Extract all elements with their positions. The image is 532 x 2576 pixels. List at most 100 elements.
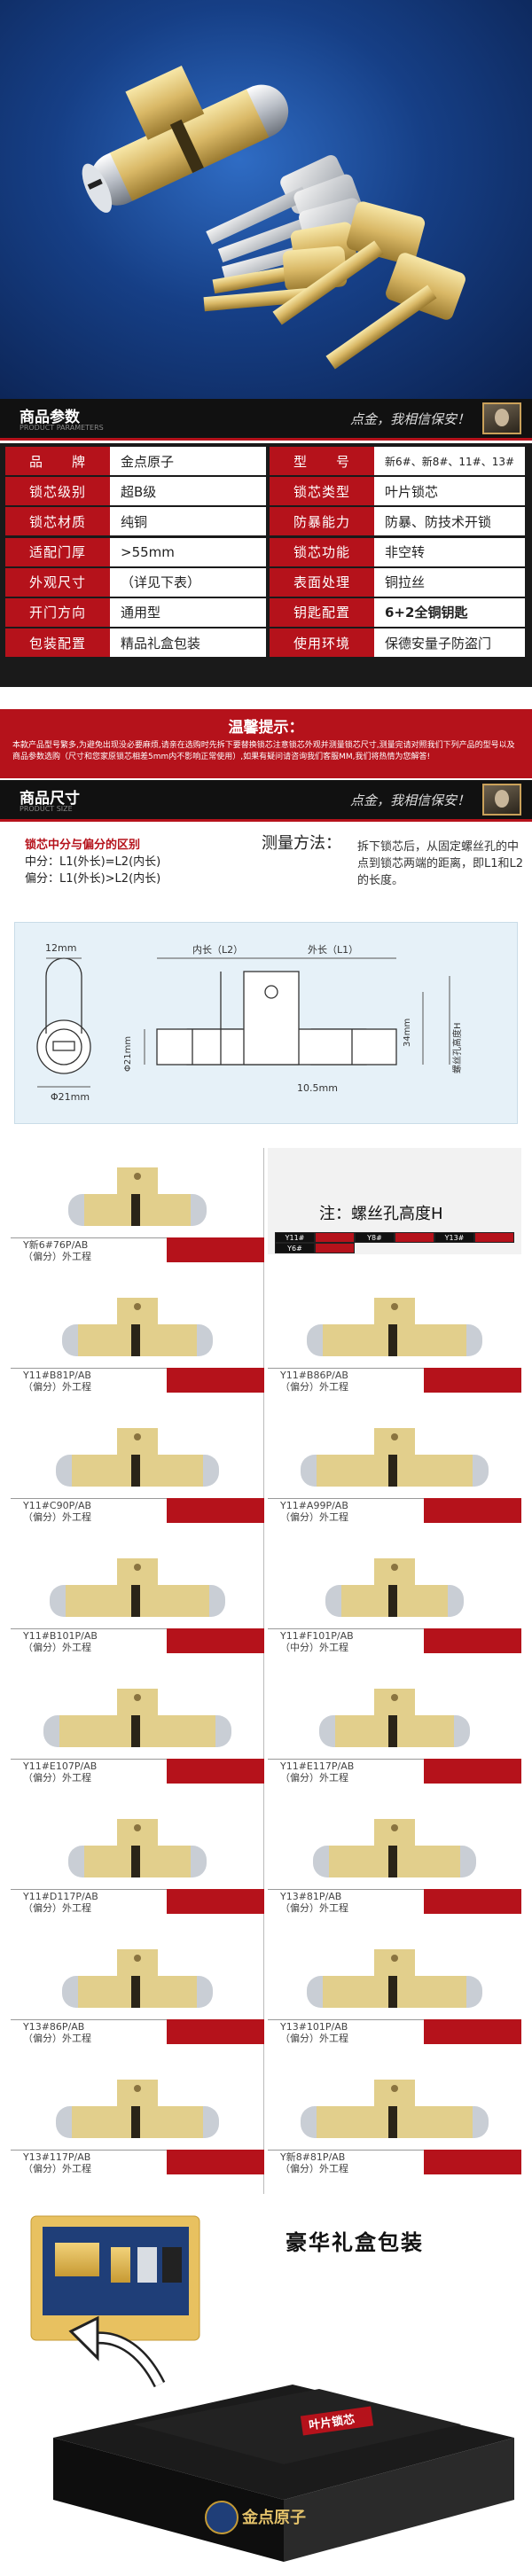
- product-type: （偏分）外工程: [23, 1381, 91, 1393]
- note-mini-cell: Y8#: [355, 1232, 395, 1243]
- param-label: 包装配置: [5, 628, 110, 658]
- product-cell[interactable]: Y新8#81P/AB（偏分）外工程: [268, 2060, 521, 2176]
- gift-box-section: 豪华礼盒包装 叶片锁芯 金点: [0, 2198, 532, 2576]
- gift-title: 豪华礼盒包装: [286, 2230, 424, 2255]
- product-cell[interactable]: Y13#81P/AB（偏分）外工程: [268, 1799, 521, 1916]
- note-mini-cell: [315, 1243, 355, 1253]
- product-model: Y13#117P/AB: [23, 2151, 91, 2163]
- product-cell[interactable]: Y11#D117P/AB（偏分）外工程: [11, 1799, 264, 1916]
- param-label: 锁芯材质: [5, 507, 110, 536]
- gift-box-illustration: 叶片锁芯 金点原子: [30, 2215, 514, 2562]
- product-cell[interactable]: Y11#E117P/AB（偏分）外工程: [268, 1669, 521, 1785]
- product-tag: Y11#B86P/AB（偏分）外工程: [268, 1368, 521, 1393]
- product-dims: [167, 1368, 264, 1393]
- section-title: 商品尺寸: [20, 790, 80, 808]
- product-cell[interactable]: Y11#B81P/AB（偏分）外工程: [11, 1278, 264, 1394]
- lock-cylinder-icon: [301, 1428, 489, 1487]
- param-label: 品 牌: [5, 447, 110, 475]
- product-image: [268, 1278, 521, 1367]
- product-model: Y11#A99P/AB: [280, 1500, 348, 1511]
- product-cell[interactable]: Y13#101P/AB（偏分）外工程: [268, 1930, 521, 2046]
- product-image: [11, 1148, 264, 1237]
- product-dims: [424, 1628, 521, 1653]
- product-cell[interactable]: Y13#117P/AB（偏分）外工程: [11, 2060, 264, 2176]
- param-value: 通用型: [110, 597, 266, 627]
- product-image: [268, 1669, 521, 1758]
- product-dims: [424, 1368, 521, 1393]
- screw-height-label: 螺丝孔高度H: [451, 1022, 463, 1073]
- param-value: >55mm: [110, 537, 266, 566]
- product-name: Y13#101P/AB（偏分）外工程: [268, 2019, 424, 2044]
- product-cell[interactable]: Y11#C90P/AB（偏分）外工程: [11, 1409, 264, 1525]
- dim-12-label: 12mm: [45, 942, 76, 954]
- param-value: 金点原子: [110, 447, 266, 475]
- product-image: [268, 1930, 521, 2018]
- key-icon: [203, 154, 366, 312]
- cylinder-dimension-drawing: 12mm Φ21mm 内长（L2） 外长（L1） Φ21mm 34mm: [36, 942, 463, 1103]
- product-tag: Y13#117P/AB（偏分）外工程: [11, 2150, 264, 2174]
- product-type: （偏分）外工程: [23, 2163, 91, 2174]
- product-dims: [424, 1889, 521, 1914]
- product-name: Y新6#76P/AB（偏分）外工程: [11, 1237, 167, 1262]
- product-type: （偏分）外工程: [23, 1511, 91, 1523]
- lock-cylinder-icon: [56, 1428, 219, 1487]
- product-dims: [167, 1889, 264, 1914]
- product-type: （偏分）外工程: [23, 1902, 91, 1914]
- param-label: 使用环境: [270, 628, 374, 658]
- product-name: Y13#117P/AB（偏分）外工程: [11, 2150, 167, 2174]
- product-name: Y11#B81P/AB（偏分）外工程: [11, 1368, 167, 1393]
- note-mini-cell: [474, 1232, 514, 1243]
- lock-cylinder-icon: [313, 1819, 476, 1877]
- params-table: 品 牌金点原子型 号新6#、新8#、11#、13#锁芯级别超B级锁芯类型叶片锁芯…: [0, 443, 532, 687]
- product-cell[interactable]: Y11#E107P/AB（偏分）外工程: [11, 1669, 264, 1785]
- section-header-size: 商品尺寸 PRODUCT SIZE 点金，我相信保安！: [0, 780, 532, 819]
- product-name: Y11#E117P/AB（偏分）外工程: [268, 1759, 424, 1784]
- product-tag: Y新6#76P/AB（偏分）外工程: [11, 1237, 264, 1262]
- param-value: 非空转: [374, 537, 525, 566]
- product-image: [11, 1539, 264, 1628]
- product-model: Y13#86P/AB: [23, 2021, 85, 2033]
- product-type: （偏分）外工程: [280, 2033, 348, 2044]
- product-cell[interactable]: Y新6#76P/AB（偏分）外工程: [11, 1148, 264, 1264]
- product-dims: [424, 1498, 521, 1523]
- section-subtitle: PRODUCT PARAMETERS: [20, 424, 104, 432]
- product-image: [268, 1539, 521, 1628]
- product-cell[interactable]: Y13#86P/AB（偏分）外工程: [11, 1930, 264, 2046]
- params-row: 外观尺寸（详见下表）表面处理铜拉丝: [5, 567, 527, 597]
- lock-cylinder-icon: [307, 1949, 482, 2008]
- product-type: （偏分）外工程: [23, 2033, 91, 2044]
- params-row: 品 牌金点原子型 号新6#、新8#、11#、13#: [5, 447, 527, 475]
- product-image: [268, 1409, 521, 1497]
- param-value: 纯铜: [110, 507, 266, 536]
- product-cell[interactable]: Y11#A99P/AB（偏分）外工程: [268, 1409, 521, 1525]
- product-column-right: 注：螺丝孔高度H Y11#Y8#Y13#Y6# Y11#B86P/AB（偏分）外…: [268, 1148, 521, 2194]
- section-title: 商品参数: [20, 409, 80, 426]
- section-header-params: 商品参数 PRODUCT PARAMETERS 点金，我相信保安！: [0, 399, 532, 438]
- params-row: 锁芯材质纯铜防暴能力防暴、防技术开锁: [5, 507, 527, 536]
- params-row: 锁芯级别超B级锁芯类型叶片锁芯: [5, 477, 527, 506]
- box-brand: 金点原子: [241, 2508, 306, 2527]
- product-tag: Y13#86P/AB（偏分）外工程: [11, 2019, 264, 2044]
- product-dims: [167, 1628, 264, 1653]
- product-cell[interactable]: Y11#B101P/AB（偏分）外工程: [11, 1539, 264, 1655]
- notice-box: 温馨提示： 本款产品型号繁多,为避免出现没必要麻烦,请亲在选购时先拆下要替换锁芯…: [0, 709, 532, 778]
- param-value: 防暴、防技术开锁: [374, 507, 525, 536]
- note-mini-cell: Y11#: [275, 1232, 315, 1243]
- product-dims: [424, 2019, 521, 2044]
- product-model: Y11#B81P/AB: [23, 1370, 91, 1381]
- slogan: 点金，我相信保安！: [349, 792, 470, 808]
- product-dims: [167, 2019, 264, 2044]
- dim-105-label: 10.5mm: [297, 1082, 338, 1094]
- lock-cylinder-icon: [55, 2243, 99, 2276]
- product-image: [11, 1409, 264, 1497]
- product-dims: [167, 2150, 264, 2174]
- product-cell[interactable]: Y11#B86P/AB（偏分）外工程: [268, 1278, 521, 1394]
- product-tag: Y11#F101P/AB（中分）外工程: [268, 1628, 521, 1653]
- param-label: 外观尺寸: [5, 567, 110, 597]
- product-dims: [424, 2150, 521, 2174]
- product-model: Y新8#81P/AB: [280, 2151, 346, 2163]
- product-cell[interactable]: Y11#F101P/AB（中分）外工程: [268, 1539, 521, 1655]
- product-type: （偏分）外工程: [23, 1251, 91, 1262]
